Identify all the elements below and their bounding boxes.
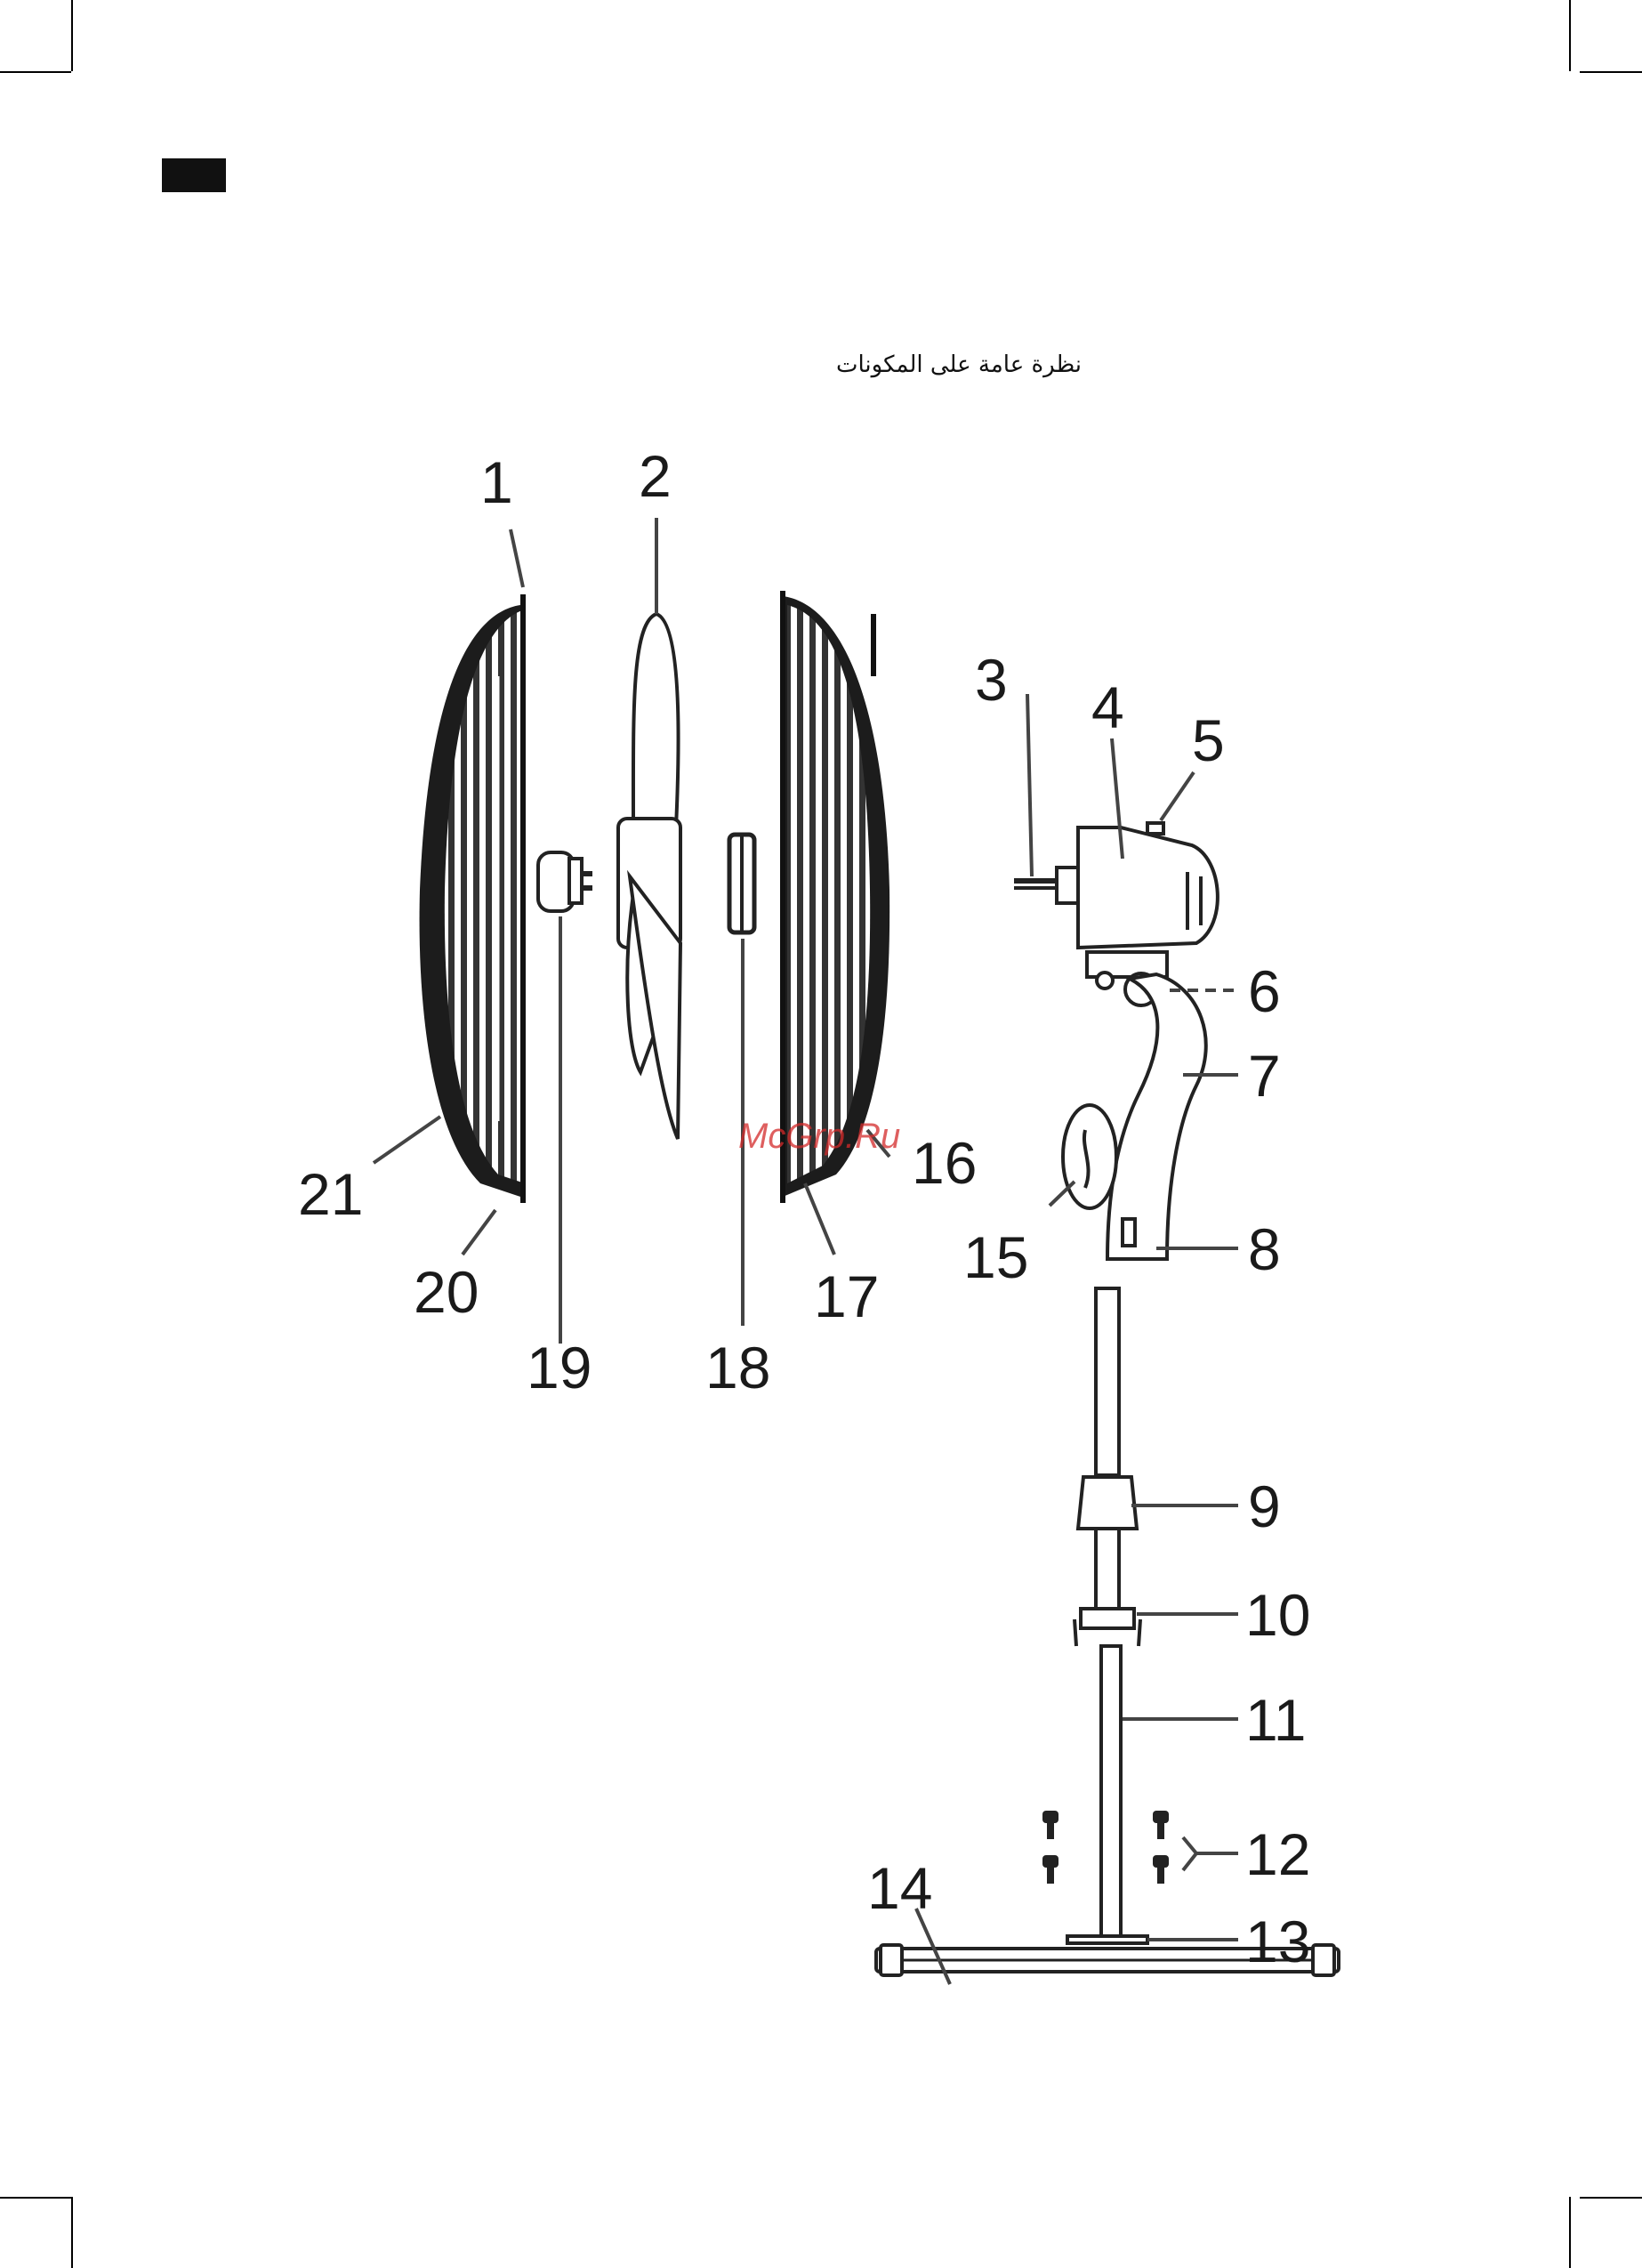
label-part-20: 20 xyxy=(414,1259,479,1325)
watermark: McGrp.Ru xyxy=(738,1117,900,1156)
label-part-6: 6 xyxy=(1248,958,1281,1024)
support-arm xyxy=(1063,952,1206,1259)
label-part-13: 13 xyxy=(1245,1909,1310,1974)
label-part-10: 10 xyxy=(1245,1582,1310,1648)
label-part-7: 7 xyxy=(1248,1043,1281,1109)
telescopic-pole xyxy=(1067,1288,1147,1943)
label-part-3: 3 xyxy=(975,647,1008,713)
blade-spinner xyxy=(538,852,592,911)
label-part-15: 15 xyxy=(963,1224,1028,1290)
motor-housing xyxy=(1014,823,1218,948)
label-part-11: 11 xyxy=(1245,1687,1307,1753)
rear-grille xyxy=(783,591,889,1203)
label-part-9: 9 xyxy=(1248,1473,1281,1539)
label-part-14: 14 xyxy=(867,1855,932,1921)
label-part-2: 2 xyxy=(639,443,672,509)
label-part-4: 4 xyxy=(1091,674,1124,740)
front-grille xyxy=(420,594,525,1203)
label-part-16: 16 xyxy=(912,1130,977,1196)
fan-blade xyxy=(618,614,680,1139)
label-part-5: 5 xyxy=(1192,707,1225,773)
label-part-18: 18 xyxy=(705,1335,770,1400)
label-part-21: 21 xyxy=(298,1161,363,1227)
label-part-8: 8 xyxy=(1248,1216,1281,1282)
label-part-1: 1 xyxy=(480,449,513,515)
locking-nut xyxy=(729,835,754,932)
label-part-12: 12 xyxy=(1245,1821,1310,1887)
label-part-19: 19 xyxy=(527,1335,592,1400)
label-part-17: 17 xyxy=(814,1263,879,1329)
